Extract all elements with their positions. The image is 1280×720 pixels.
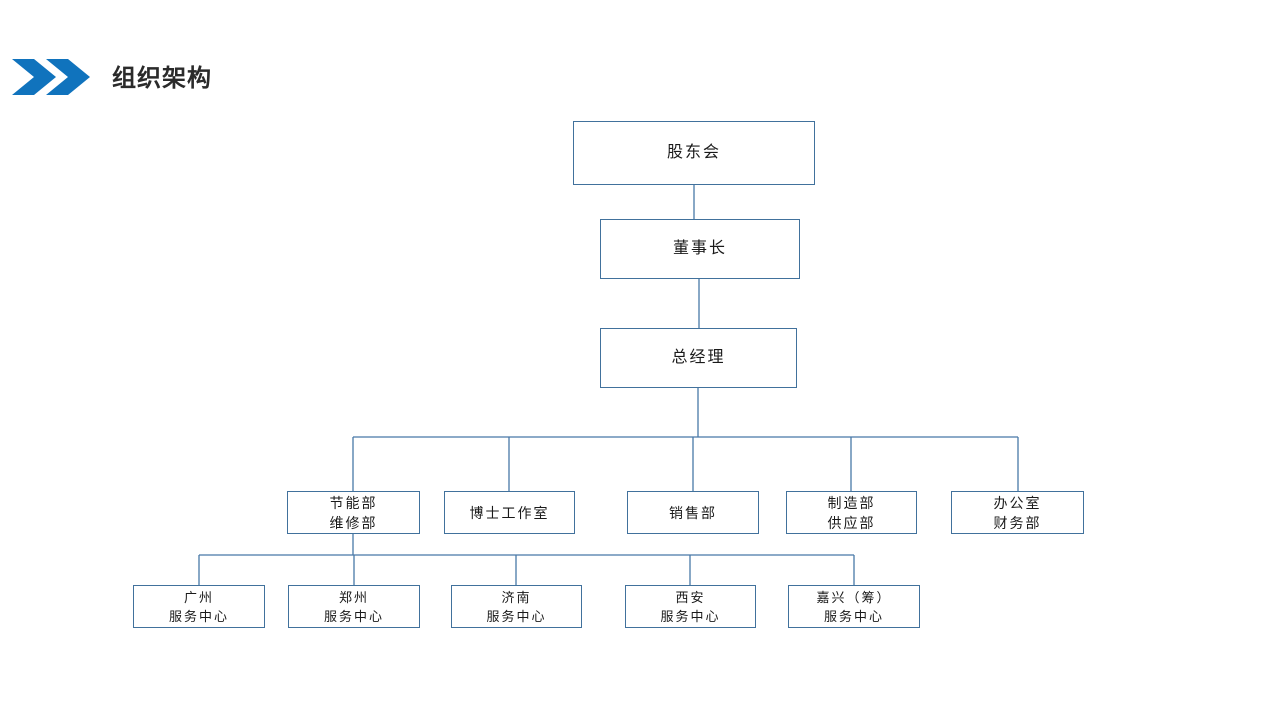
org-node-center-jinan[interactable]: 济南服务中心 <box>451 585 582 628</box>
org-node-label: 济南 <box>501 589 532 605</box>
org-node-label: 董事长 <box>672 240 727 257</box>
org-node-general-manager[interactable]: 总经理 <box>600 328 797 388</box>
chevron-first <box>12 59 56 95</box>
org-node-label: 广州 <box>183 589 214 605</box>
org-node-center-zhengzhou[interactable]: 郑州服务中心 <box>288 585 420 628</box>
org-node-chairman[interactable]: 董事长 <box>600 219 800 279</box>
page-title: 组织架构 <box>112 65 212 92</box>
org-node-dept-doctor-studio[interactable]: 博士工作室 <box>444 491 575 534</box>
org-node-label: 博士工作室 <box>469 504 550 521</box>
double-chevron-right-icon <box>12 57 90 97</box>
org-node-dept-energy-maintenance[interactable]: 节能部维修部 <box>287 491 420 534</box>
org-node-label: 供应部 <box>827 514 876 531</box>
org-node-label: 服务中心 <box>486 608 547 624</box>
org-node-dept-office-finance[interactable]: 办公室财务部 <box>951 491 1084 534</box>
org-node-label: 西安 <box>675 589 706 605</box>
org-node-center-xian[interactable]: 西安服务中心 <box>625 585 756 628</box>
org-node-label: 服务中心 <box>323 608 384 624</box>
org-node-center-jiaxing[interactable]: 嘉兴（筹） 服务中心 <box>788 585 920 628</box>
org-node-label: 财务部 <box>993 514 1042 531</box>
org-node-center-guangzhou[interactable]: 广州服务中心 <box>133 585 265 628</box>
org-node-dept-sales[interactable]: 销售部 <box>627 491 759 534</box>
org-node-dept-manufacture-supply[interactable]: 制造部供应部 <box>786 491 917 534</box>
org-node-label: 办公室 <box>993 494 1042 511</box>
org-node-label: 销售部 <box>669 504 717 521</box>
page-header: 组织架构 <box>0 0 1280 120</box>
org-node-label: 服务中心 <box>660 608 721 624</box>
org-node-label: 郑州 <box>338 589 369 605</box>
chevron-second <box>46 59 90 95</box>
org-node-label: 总经理 <box>671 349 726 366</box>
org-node-label: 服务中心 <box>168 608 229 624</box>
org-node-label: 服务中心 <box>823 608 884 624</box>
org-node-label: 制造部 <box>827 494 876 511</box>
org-node-label: 股东会 <box>666 144 721 161</box>
org-node-shareholders[interactable]: 股东会 <box>573 121 815 185</box>
org-node-label: 嘉兴（筹） <box>816 589 892 605</box>
org-node-label: 维修部 <box>329 514 378 531</box>
org-node-label: 节能部 <box>329 494 378 511</box>
